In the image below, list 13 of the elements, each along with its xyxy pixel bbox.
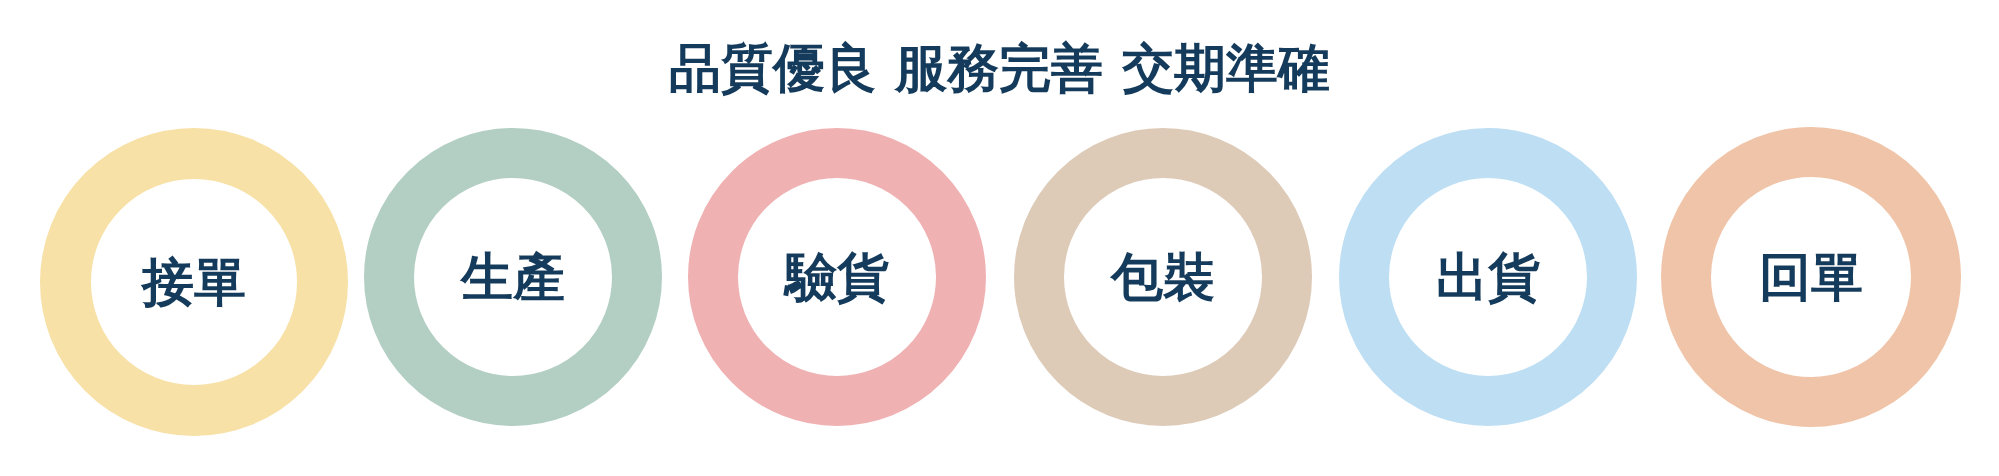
step-label: 生產 <box>461 247 565 307</box>
step-ring <box>364 128 662 426</box>
step-ring <box>1661 127 1961 427</box>
step-label: 驗貨 <box>785 247 889 307</box>
step-ring <box>40 128 348 436</box>
step-label: 出貨 <box>1436 247 1540 307</box>
title: 品質優良 服務完善 交期準確 <box>669 38 1330 98</box>
step-ring <box>1339 128 1637 426</box>
step-ring <box>688 128 986 426</box>
step-label: 回單 <box>1759 247 1863 307</box>
step-label: 包裝 <box>1111 247 1215 307</box>
step-ring <box>1014 128 1312 426</box>
step-label: 接單 <box>142 252 246 312</box>
